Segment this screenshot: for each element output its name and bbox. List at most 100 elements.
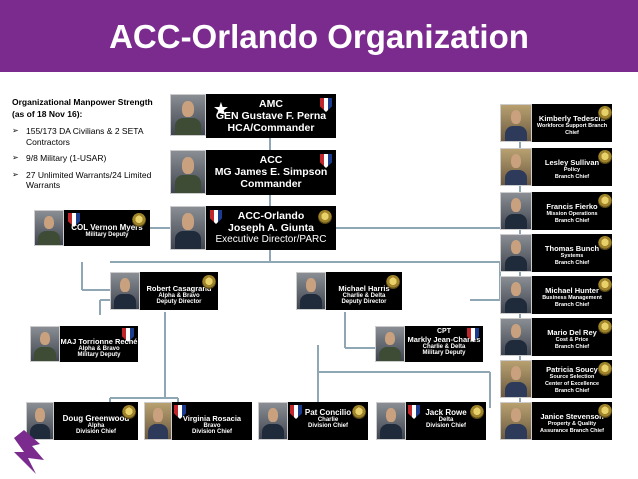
harris-seal-icon <box>386 275 400 289</box>
harris-name: Michael Harris <box>338 284 390 293</box>
concilio-box: Pat Concilio Charlie Division Chief <box>288 402 368 440</box>
casagrand-name: Robert Casagrand <box>146 284 212 293</box>
casagrand-photo <box>110 272 140 310</box>
soucy-line2: Center of Excellence <box>544 381 600 387</box>
tedeschi-photo <box>500 104 532 142</box>
bunch-line1: Systems <box>560 253 584 259</box>
harris-line1: Charlie & Delta <box>342 293 386 299</box>
bunch-name: Thomas Bunch <box>544 244 600 253</box>
title-banner: ACC-Orlando Organization <box>0 0 638 72</box>
delrey-photo <box>500 318 532 356</box>
harris-line2: Deputy Director <box>341 299 387 305</box>
casagrand-line2: Deputy Director <box>156 299 202 305</box>
hunter-line1: Business Management <box>542 295 602 301</box>
reche-patch-icon <box>122 328 134 342</box>
casagrand-box: Robert Casagrand Alpha & Bravo Deputy Di… <box>140 272 218 310</box>
hunter-name: Michael Hunter <box>545 286 599 295</box>
concilio-patch-icon <box>290 405 302 419</box>
jeancharles-rank: CPT <box>437 328 451 335</box>
bunch-photo <box>500 234 532 272</box>
reche-box: MAJ Torrionne Reché Alpha & Bravo Milita… <box>60 326 138 362</box>
acc-name: MG James E. Simpson <box>214 166 328 178</box>
deputy-box: COL Vernon Myers Military Deputy <box>64 210 150 246</box>
fierko-photo <box>500 192 532 230</box>
tedeschi-line1: Workforce Support Branch <box>536 123 608 129</box>
amc-name: GEN Gustave F. Perna <box>215 110 327 122</box>
tedeschi-line2: Chief <box>565 130 579 136</box>
soucy-box: Patricia Soucy Source Selection Center o… <box>532 360 612 398</box>
delrey-seal-icon <box>598 320 612 334</box>
stevenson-line2: Assurance Branch Chief <box>540 428 604 434</box>
deputy-seal-icon <box>132 213 146 227</box>
sullivan-line1: Policy <box>563 167 581 173</box>
soucy-seal-icon <box>598 362 612 376</box>
lightning-bolt-icon <box>14 430 44 474</box>
reche-name: MAJ Torrionne Reché <box>60 337 138 346</box>
fierko-name: Francis Fierko <box>546 202 598 211</box>
concilio-line1: Charlie <box>317 417 339 423</box>
delrey-name: Mario Del Rey <box>547 328 597 337</box>
fierko-box: Francis Fierko Mission Operations Branch… <box>532 192 612 230</box>
concilio-name: Pat Concilio <box>304 408 352 417</box>
hunter-seal-icon <box>598 278 612 292</box>
rowe-box: Jack Rowe Delta Division Chief <box>406 402 486 440</box>
casagrand-seal-icon <box>202 275 216 289</box>
acc-box: ACC MG James E. Simpson Commander <box>206 150 336 195</box>
tedeschi-name: Kimberly Tedeschi <box>538 114 606 123</box>
sullivan-box: Lesley Sullivan Policy Branch Chief <box>532 148 612 186</box>
greenwood-seal-icon <box>122 405 136 419</box>
amc-box: ★ AMC GEN Gustave F. Perna HCA/Commander <box>206 94 336 138</box>
greenwood-photo <box>26 402 54 440</box>
strength-item: 9/8 Military (1-USAR) <box>12 153 162 164</box>
rowe-line2: Division Chief <box>425 423 466 429</box>
rowe-line1: Delta <box>438 417 454 423</box>
soucy-name: Patricia Soucy <box>546 365 598 374</box>
acc-org: ACC <box>259 154 283 166</box>
stevenson-line1: Property & Quality <box>547 421 597 427</box>
orlando-box: ACC-Orlando Joseph A. Giunta Executive D… <box>206 206 336 250</box>
sullivan-name: Lesley Sullivan <box>544 158 600 167</box>
hunter-box: Michael Hunter Business Management Branc… <box>532 276 612 314</box>
reche-line2: Military Deputy <box>77 352 121 358</box>
jeancharles-box: CPT Markly Jean-Charles Charlie & Delta … <box>405 326 483 362</box>
greenwood-line1: Alpha <box>87 423 105 429</box>
soucy-line1: Source Selection <box>549 374 595 380</box>
rowe-photo <box>376 402 406 440</box>
harris-box: Michael Harris Charlie & Delta Deputy Di… <box>326 272 402 310</box>
amc-photo <box>170 94 206 136</box>
rowe-name: Jack Rowe <box>425 408 467 417</box>
sullivan-seal-icon <box>598 150 612 164</box>
rosacia-line2: Division Chief <box>191 429 232 435</box>
fierko-line2: Branch Chief <box>554 218 590 224</box>
strength-item: 155/173 DA Civilians & 2 SETA Contractor… <box>12 126 162 147</box>
concilio-seal-icon <box>352 405 366 419</box>
bunch-box: Thomas Bunch Systems Branch Chief <box>532 234 612 272</box>
amc-org: AMC <box>259 98 283 110</box>
deputy-patch-icon <box>68 213 80 227</box>
stevenson-photo <box>500 402 532 440</box>
delrey-line2: Branch Chief <box>554 344 590 350</box>
bunch-seal-icon <box>598 236 612 250</box>
orlando-role: Executive Director/PARC <box>215 234 327 245</box>
fierko-line1: Mission Operations <box>546 211 598 217</box>
rosacia-photo <box>144 402 172 440</box>
deputy-name: COL Vernon Myers <box>71 223 143 232</box>
concilio-line2: Division Chief <box>307 423 348 429</box>
strength-heading: Organizational Manpower Strength <box>12 97 153 107</box>
orlando-seal-icon <box>318 210 332 224</box>
amc-role: HCA/Commander <box>227 122 315 134</box>
casagrand-line1: Alpha & Bravo <box>158 293 200 299</box>
tedeschi-seal-icon <box>598 106 612 120</box>
orlando-org: ACC-Orlando <box>237 210 305 222</box>
rosacia-line1: Bravo <box>203 423 221 429</box>
hunter-photo <box>500 276 532 314</box>
rosacia-name: Virginia Rosacia <box>182 414 242 423</box>
stevenson-box: Janice Stevenson Property & Quality Assu… <box>532 402 612 440</box>
amc-patch-icon <box>320 98 332 112</box>
rowe-seal-icon <box>470 405 484 419</box>
acc-photo <box>170 150 206 194</box>
jeancharles-photo <box>375 326 405 362</box>
greenwood-name: Doug Greenwood <box>62 414 130 423</box>
stevenson-seal-icon <box>598 404 612 418</box>
strength-date: (as of 18 Nov 16): <box>12 109 83 119</box>
